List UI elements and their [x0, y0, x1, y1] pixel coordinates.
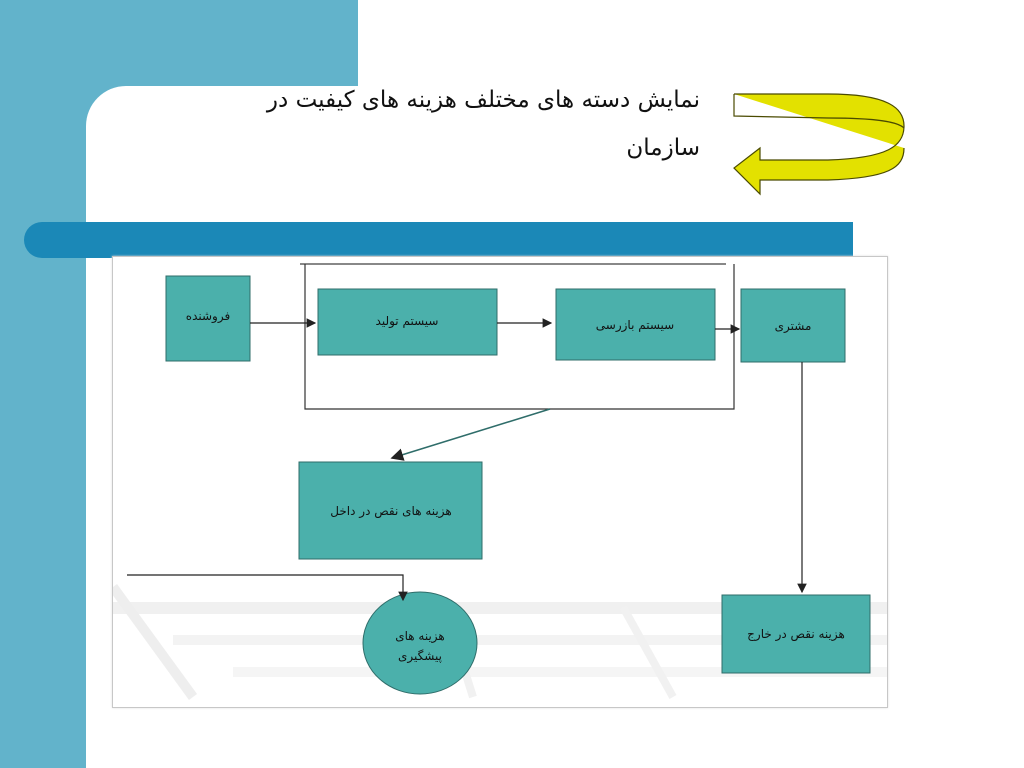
node-prevention-cost: هزینه های پیشگیری — [362, 591, 478, 695]
node-internal-failure-label: هزینه های نقص در داخل — [330, 504, 451, 519]
node-inspection-system: سیستم بازرسی — [555, 288, 716, 361]
node-external-failure-cost: هزینه نقص در خارج — [721, 594, 871, 674]
node-inspection-label: سیستم بازرسی — [596, 318, 674, 333]
curved-arrow-icon — [733, 93, 905, 196]
node-customer: مشتری — [740, 288, 846, 363]
slide-title: نمایش دسته های مختلف هزینه های کیفیت در … — [160, 76, 700, 172]
node-prevention-label-1: هزینه های — [395, 629, 445, 644]
title-line-2: سازمان — [626, 135, 700, 161]
edge-system-to-internal-failure — [390, 408, 551, 461]
node-seller: فروشنده — [165, 275, 251, 362]
node-production-label: سیستم تولید — [376, 314, 439, 329]
node-production-system: سیستم تولید — [317, 288, 498, 356]
title-divider-bar — [24, 222, 853, 258]
edge-to-prevention — [127, 574, 408, 602]
node-internal-failure-cost: هزینه های نقص در داخل — [298, 461, 483, 560]
title-line-1: نمایش دسته های مختلف هزینه های کیفیت در — [266, 87, 700, 113]
system-boundary — [304, 264, 735, 410]
node-customer-label: مشتری — [775, 319, 812, 334]
quality-cost-diagram: فروشنده سیستم تولید سیستم بازرسی مشتری ه… — [112, 256, 888, 708]
node-prevention-label-2: پیشگیری — [398, 649, 442, 664]
node-seller-label: فروشنده — [186, 309, 230, 324]
node-external-failure-label: هزینه نقص در خارج — [747, 627, 845, 642]
diagram-canvas: فروشنده سیستم تولید سیستم بازرسی مشتری ه… — [113, 263, 887, 700]
